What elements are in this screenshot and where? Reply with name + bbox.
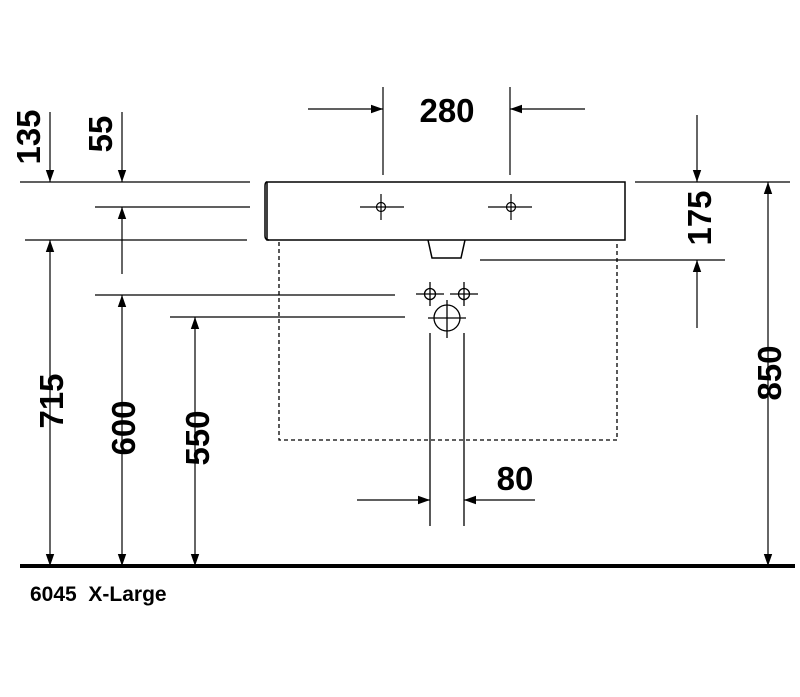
dim-label-175: 175 bbox=[681, 190, 718, 245]
dim-label-850: 850 bbox=[751, 345, 788, 400]
cabinet-outline bbox=[278, 242, 618, 441]
tap-hole-right bbox=[488, 194, 532, 220]
dimension-arrows bbox=[45, 104, 773, 566]
tap-hole-left bbox=[360, 194, 404, 220]
extension-lines bbox=[20, 87, 790, 318]
model-size: X-Large bbox=[88, 583, 167, 606]
dim-label-80: 80 bbox=[497, 460, 534, 497]
water-connections bbox=[416, 282, 478, 306]
dim-label-55: 55 bbox=[82, 116, 119, 153]
dim-label-280: 280 bbox=[419, 92, 474, 129]
dim-label-715: 715 bbox=[33, 373, 70, 428]
waste-connection bbox=[428, 300, 466, 338]
dim-label-600: 600 bbox=[105, 400, 142, 455]
basin bbox=[264, 181, 626, 259]
dim-label-135: 135 bbox=[10, 109, 47, 164]
model-caption: 6045 X-Large bbox=[30, 583, 167, 607]
dim-label-550: 550 bbox=[179, 410, 216, 465]
model-number: 6045 bbox=[30, 583, 77, 606]
